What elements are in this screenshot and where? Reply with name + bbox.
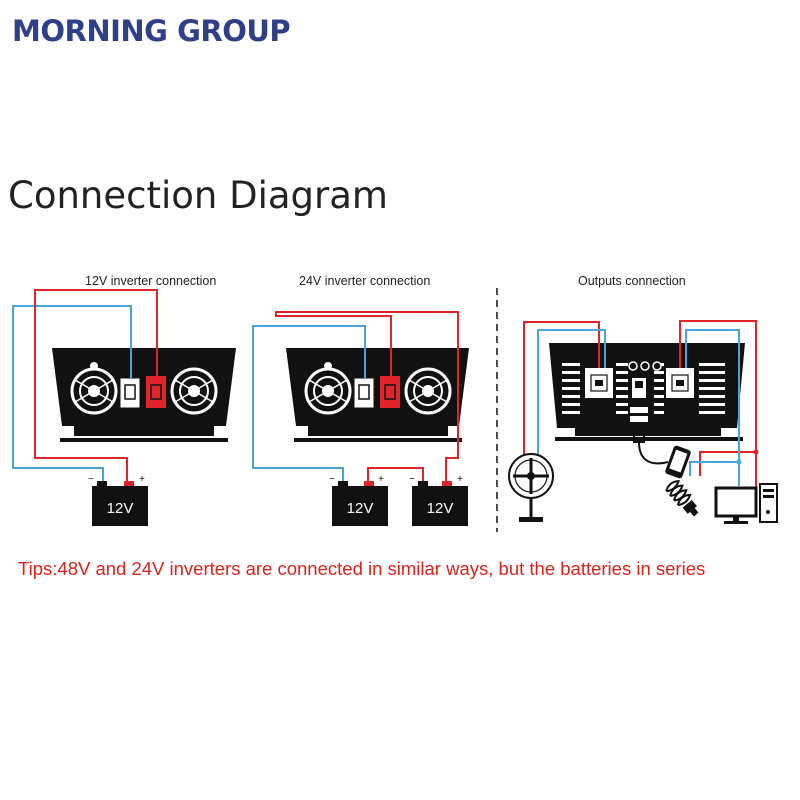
terminal-negative-label: − bbox=[409, 474, 415, 485]
terminal-positive-label: + bbox=[378, 474, 384, 485]
battery-label: 12V bbox=[107, 500, 134, 517]
battery: − + 12V bbox=[329, 474, 388, 526]
tips-note: Tips:48V and 24V inverters are connected… bbox=[18, 558, 706, 579]
output-wire-live bbox=[679, 320, 757, 476]
positive-terminal bbox=[146, 376, 166, 408]
battery: − + 12V bbox=[88, 474, 148, 526]
battery-label: 12V bbox=[427, 500, 454, 517]
panel-title-outputs: Outputs connection bbox=[578, 274, 686, 288]
indicator-led bbox=[640, 361, 650, 371]
panel-12v: 12V inverter connection − + 12V bbox=[12, 274, 236, 526]
terminal-positive-label: + bbox=[457, 474, 463, 485]
inverter-12v bbox=[52, 348, 236, 442]
inverter-output bbox=[549, 343, 745, 441]
output-wire-neutral bbox=[537, 329, 606, 456]
panel-24v: 24V inverter connection − + 12V bbox=[252, 274, 469, 526]
terminal-negative-label: − bbox=[329, 474, 335, 485]
battery-label: 12V bbox=[347, 500, 374, 517]
indicator-led bbox=[628, 361, 638, 371]
phone-icon bbox=[665, 445, 691, 479]
brand-logo: MORNING GROUP bbox=[12, 14, 291, 48]
indicator-led bbox=[652, 361, 662, 371]
inverter-24v bbox=[286, 348, 469, 442]
terminal-negative-label: − bbox=[88, 474, 94, 485]
negative-terminal bbox=[119, 377, 141, 409]
negative-wire bbox=[12, 305, 132, 481]
usb-port bbox=[630, 416, 648, 422]
monitor-icon bbox=[714, 486, 758, 524]
fan-icon bbox=[508, 453, 554, 522]
usb-plug-icon bbox=[633, 422, 669, 465]
positive-wire bbox=[34, 289, 158, 481]
output-wire-live bbox=[523, 321, 600, 468]
usb-port bbox=[630, 407, 648, 413]
panel-title-12v: 12V inverter connection bbox=[85, 274, 216, 288]
terminal-positive-label: + bbox=[139, 474, 145, 485]
light-bulb-icon bbox=[665, 479, 699, 517]
negative-wire bbox=[252, 325, 366, 481]
series-link-wire bbox=[367, 467, 424, 481]
computer-tower-icon bbox=[759, 483, 778, 523]
output-wire-neutral bbox=[685, 329, 740, 476]
negative-terminal bbox=[353, 377, 375, 409]
battery: − + 12V bbox=[409, 474, 468, 526]
positive-wire bbox=[275, 311, 459, 481]
panel-outputs: Outputs connection bbox=[508, 274, 778, 524]
positive-terminal bbox=[380, 376, 400, 408]
panel-title-24v: 24V inverter connection bbox=[299, 274, 430, 288]
page-title: Connection Diagram bbox=[8, 174, 388, 217]
